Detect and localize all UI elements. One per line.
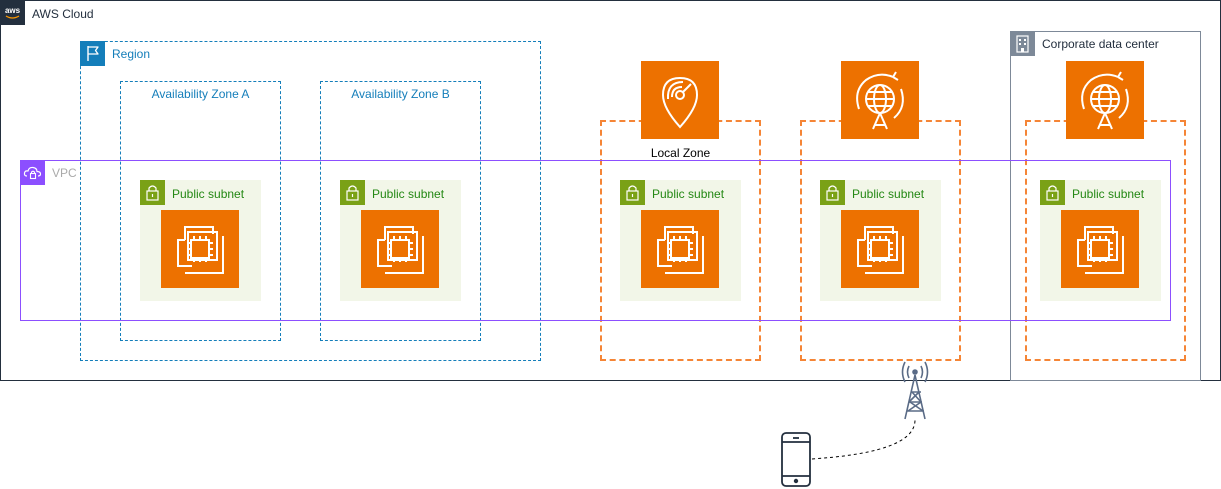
aws-logo-icon: aws xyxy=(0,0,25,25)
ec2-instance-icon xyxy=(641,210,719,288)
vpc-label: VPC xyxy=(52,166,77,180)
public-subnet-label: Public subnet xyxy=(652,187,725,201)
vpc-group xyxy=(20,160,1171,321)
aws-cloud-label: AWS Cloud xyxy=(32,7,94,21)
wavelength-icon xyxy=(841,61,919,139)
public-subnet-label: Public subnet xyxy=(372,187,445,201)
region-group xyxy=(80,41,541,361)
ec2-instance-icon xyxy=(1061,210,1139,288)
mobile-phone-icon xyxy=(781,432,811,487)
corporate-data-center-label: Corporate data center xyxy=(1042,37,1159,51)
lock-icon xyxy=(620,180,645,205)
building-icon xyxy=(1010,31,1035,56)
outposts-icon xyxy=(1066,61,1144,139)
dashed-connection xyxy=(811,419,916,460)
lock-icon xyxy=(820,180,845,205)
cloud-lock-icon xyxy=(20,160,45,185)
public-subnet-label: Public subnet xyxy=(1072,187,1145,201)
availability-zone-b-label: Availability Zone B xyxy=(351,87,450,101)
cell-tower-icon xyxy=(901,361,929,420)
lock-icon xyxy=(140,180,165,205)
public-subnet-label: Public subnet xyxy=(852,187,925,201)
local-zone-label: Local Zone xyxy=(650,146,711,160)
lock-icon xyxy=(340,180,365,205)
lock-icon xyxy=(1040,180,1065,205)
ec2-instance-icon xyxy=(841,210,919,288)
availability-zone-a-label: Availability Zone A xyxy=(151,87,250,101)
public-subnet-label: Public subnet xyxy=(172,187,245,201)
ec2-instance-icon xyxy=(361,210,439,288)
availability-zone-a xyxy=(120,81,281,341)
ec2-instance-icon xyxy=(161,210,239,288)
flag-icon xyxy=(80,41,105,66)
corporate-data-center-group xyxy=(1010,31,1201,381)
availability-zone-b xyxy=(320,81,481,341)
svg-text:aws: aws xyxy=(5,6,21,15)
local-zone-icon xyxy=(641,61,719,139)
region-label: Region xyxy=(112,47,151,61)
